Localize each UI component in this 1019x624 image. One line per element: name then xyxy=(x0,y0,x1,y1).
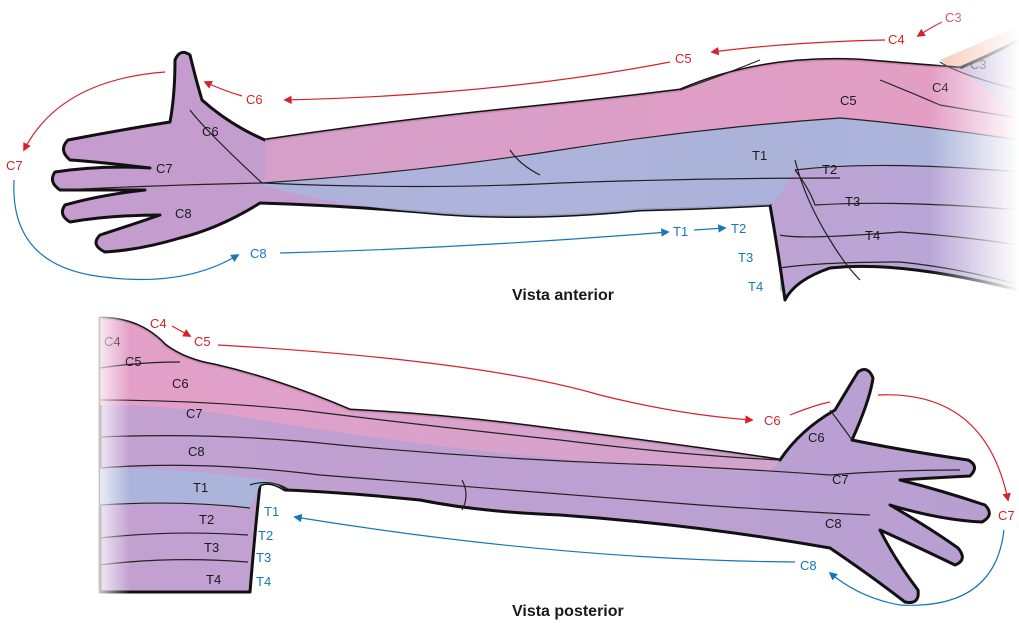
posterior-view: C4 C5 C6 C7 C8 T1 T2 T3 T4 C6 C7 C8 C4 C… xyxy=(90,310,1015,620)
zone-label-c5: C5 xyxy=(840,93,857,108)
zone-post-pink-region xyxy=(100,318,780,472)
posterior-edge-fade xyxy=(90,310,130,600)
posterior-blue-arrows xyxy=(293,513,1005,606)
posterior-boundaries xyxy=(99,361,961,566)
zone-c5-region xyxy=(265,59,1019,183)
anterior-view: C3 C4 C5 C6 C7 C8 T1 T2 T3 T4 C3 C4 C5 C… xyxy=(6,0,1019,304)
post-flow-label-t3: T3 xyxy=(256,550,271,565)
flow-label-c8: C8 xyxy=(250,246,267,261)
zone-label-t1: T1 xyxy=(752,148,767,163)
post-flow-label-c4: C4 xyxy=(150,316,167,331)
posterior-blue-labels: C8 T1 T2 T3 T4 xyxy=(256,504,817,589)
post-zone-label-hand-c7: C7 xyxy=(832,472,849,487)
flow-label-c5: C5 xyxy=(675,51,692,66)
posterior-caption: Vista posterior xyxy=(512,603,624,620)
post-zone-label-c8: C8 xyxy=(188,444,205,459)
anterior-blue-labels: C8 T1 T2 T3 T4 xyxy=(250,221,763,294)
post-zone-label-t3: T3 xyxy=(204,540,219,555)
post-zone-label-c6: C6 xyxy=(172,376,189,391)
anterior-edge-fade xyxy=(930,0,1019,300)
flow-label-c7: C7 xyxy=(6,158,23,173)
post-flow-label-t4: T4 xyxy=(256,574,271,589)
post-zone-label-t4: T4 xyxy=(206,572,221,587)
anterior-boundaries xyxy=(59,59,1019,286)
anterior-blue-arrows xyxy=(13,179,727,281)
post-zone-label-t1: T1 xyxy=(193,480,208,495)
zone-label-t3: T3 xyxy=(845,194,860,209)
flow-label-t4: T4 xyxy=(748,279,763,294)
flow-label-t3: T3 xyxy=(738,250,753,265)
posterior-red-arrows xyxy=(171,325,1011,502)
post-zone-label-hand-c6: C6 xyxy=(808,430,825,445)
anterior-caption: Vista anterior xyxy=(512,287,614,304)
post-flow-label-c8: C8 xyxy=(800,558,817,573)
post-flow-label-c6: C6 xyxy=(764,413,781,428)
flow-label-c4: C4 xyxy=(888,32,905,47)
post-zone-label-t2: T2 xyxy=(199,512,214,527)
zone-post-t1-region xyxy=(100,468,285,508)
flow-label-t1: T1 xyxy=(673,224,688,239)
flow-label-c6: C6 xyxy=(246,92,263,107)
post-flow-label-t2: T2 xyxy=(258,528,273,543)
zone-label-t4: T4 xyxy=(865,228,880,243)
zone-label-c8: C8 xyxy=(175,206,192,221)
post-flow-label-c5: C5 xyxy=(194,334,211,349)
post-zone-label-c7: C7 xyxy=(186,406,203,421)
zone-label-c6: C6 xyxy=(202,124,219,139)
posterior-zone-labels: C4 C5 C6 C7 C8 T1 T2 T3 T4 C6 C7 C8 xyxy=(104,334,849,587)
zone-label-t2: T2 xyxy=(822,162,837,177)
post-flow-label-t1: T1 xyxy=(264,504,279,519)
zone-label-c7: C7 xyxy=(156,161,173,176)
posterior-red-labels: C4 C5 C6 C7 xyxy=(150,316,1015,523)
post-zone-label-hand-c8: C8 xyxy=(825,516,842,531)
zone-t1-region xyxy=(262,118,1019,217)
flow-label-t2: T2 xyxy=(731,221,746,236)
post-flow-label-c7: C7 xyxy=(998,508,1015,523)
